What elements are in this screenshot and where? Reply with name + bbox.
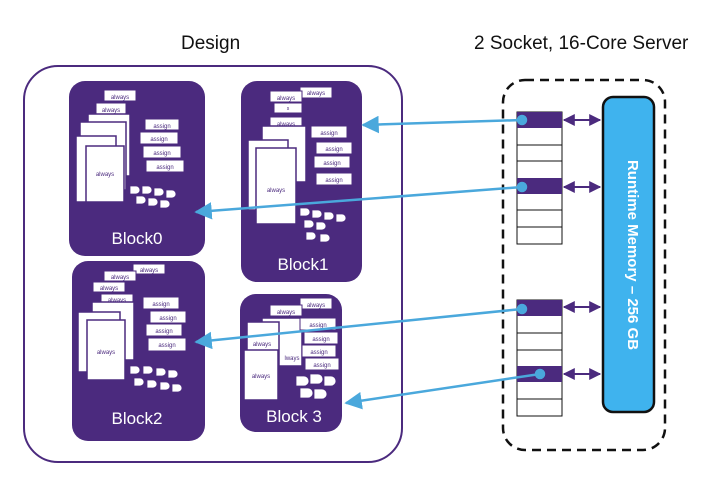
mapping-arrows — [194, 114, 546, 410]
block2-assign-label-1: assign — [152, 302, 169, 308]
block3: always always s always lways always assi… — [240, 294, 342, 432]
block1-always-label-1: always — [307, 91, 325, 97]
block3-gates — [295, 373, 337, 400]
block2-gates — [129, 365, 183, 393]
block2-assign-stack: assign assign assign assign — [142, 296, 187, 352]
block0-label: Block0 — [111, 229, 162, 248]
block0-assign-stack: assign assign assign assign — [139, 118, 185, 173]
block3-always-label-1: always — [307, 303, 325, 309]
block0-always-stack: always always always — [75, 89, 137, 203]
block1-always-label-3: always — [277, 122, 295, 128]
design-container — [23, 65, 403, 463]
block0-always-label-2: always — [102, 108, 120, 114]
block1-assign-label-4: assign — [325, 178, 342, 184]
block2: always always always always always assig… — [72, 261, 205, 441]
block1-label: Block1 — [277, 255, 328, 274]
block2-always-label-4: always — [108, 298, 126, 304]
block2-always-label-5: always — [97, 350, 115, 356]
block1-assign-label-3: assign — [323, 161, 340, 167]
block3-assign-label-3: assign — [310, 350, 327, 356]
block2-always-stack: always always always always always — [77, 263, 166, 381]
block0-assign-label-1: assign — [153, 124, 170, 130]
block1-assign-stack: assign assign assign assign — [310, 125, 353, 186]
block0-assign-label-2: assign — [150, 137, 167, 143]
block2-always-label-3: always — [100, 286, 118, 292]
memory-column-upper — [516, 111, 563, 245]
design-title: Design — [181, 33, 241, 54]
block1: always always s always always assign ass… — [241, 81, 362, 282]
memory-column-lower — [516, 299, 563, 417]
block3-assign-label-2: assign — [312, 337, 329, 343]
block3-assign-stack: assign assign assign assign — [299, 317, 340, 371]
block2-assign-label-4: assign — [158, 343, 175, 349]
server-container — [501, 78, 667, 452]
block3-fragment-lways: lways — [284, 356, 299, 362]
block1-gates — [299, 207, 347, 243]
block3-always-label-2: always — [277, 310, 295, 316]
block1-always-label-4: always — [267, 188, 285, 194]
block3-assign-label-1: assign — [309, 323, 326, 329]
block3-always-label-3: always — [253, 342, 271, 348]
block0: always always always assign assign assig… — [69, 81, 205, 256]
block3-assign-label-4: assign — [313, 363, 330, 369]
block2-always-label-2: always — [111, 275, 129, 281]
block2-assign-label-2: assign — [159, 316, 176, 322]
block0-assign-label-4: assign — [156, 165, 173, 171]
block1-fragment-s: s — [287, 106, 290, 112]
server-title: 2 Socket, 16-Core Server — [474, 33, 689, 54]
block3-label: Block 3 — [266, 407, 322, 426]
block3-always-stack: always always s always lways always — [243, 297, 333, 401]
block2-label: Block2 — [111, 409, 162, 428]
runtime-memory-label: Runtime Memory – 256 GB — [624, 160, 641, 350]
block3-always-label-4: always — [252, 374, 270, 380]
runtime-memory: Runtime Memory – 256 GB — [601, 95, 656, 414]
block0-gates — [129, 185, 177, 209]
block1-assign-label-2: assign — [325, 147, 342, 153]
block1-assign-label-1: assign — [320, 131, 337, 137]
block1-always-stack: always always s always always — [247, 86, 333, 225]
block0-assign-label-3: assign — [153, 151, 170, 157]
block2-assign-label-3: assign — [155, 329, 172, 335]
block0-always-label-1: always — [111, 95, 129, 101]
block0-always-label-3: always — [96, 172, 114, 178]
block2-always-label-1: always — [140, 268, 158, 274]
bus-arrows — [562, 114, 602, 380]
block1-always-label-2: always — [277, 96, 295, 102]
